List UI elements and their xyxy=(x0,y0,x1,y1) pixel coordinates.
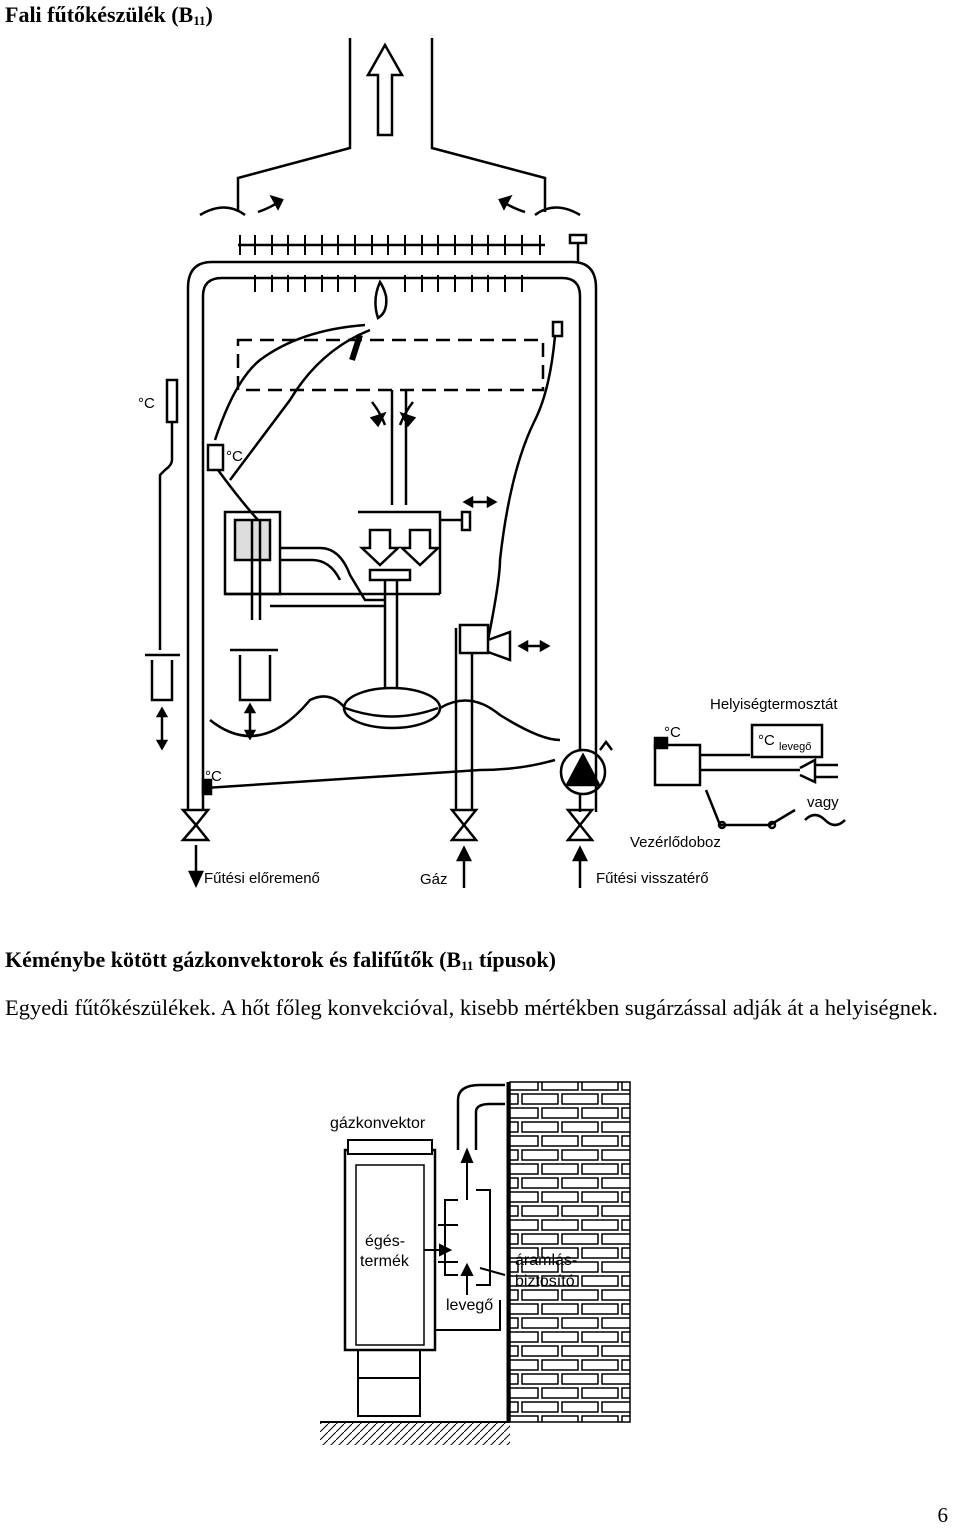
draft-diverter-label-line2: biztosító xyxy=(515,1273,575,1290)
flow-sensor-label: °C xyxy=(664,724,681,741)
title-close: ) xyxy=(205,2,213,27)
draft-diverter-label-line1: áramlás- xyxy=(515,1252,577,1269)
body-paragraph: Egyedi fűtőkészülékek. A hőt főleg konve… xyxy=(5,995,938,1020)
or-label: vagy xyxy=(807,794,839,811)
gas-convector-diagram: gázkonvektor égés- termék áramlás- bizto… xyxy=(320,1081,631,1445)
title-subscript: 11 xyxy=(193,13,206,28)
title-text: Fali fűtőkészülék (B xyxy=(5,2,194,27)
page-number: 6 xyxy=(937,1503,949,1527)
flue-gas-label-line1: égés- xyxy=(365,1233,405,1250)
thermometer-label: °C xyxy=(138,395,155,412)
heating-flow-label: Fűtési előremenő xyxy=(204,870,320,887)
section-heading-subscript: 11 xyxy=(461,958,474,973)
control-box-label: Vezérlődoboz xyxy=(630,834,721,851)
air-temperature-label: °C xyxy=(758,732,775,749)
heating-return-label: Fűtési visszatérő xyxy=(596,870,709,887)
page-title: Fali fűtőkészülék (B11) xyxy=(5,2,213,29)
gas-convector-label: gázkonvektor xyxy=(330,1115,426,1132)
air-label: levegő xyxy=(446,1297,493,1314)
section-heading-text: Kéménybe kötött gázkonvektorok és falifű… xyxy=(5,947,462,972)
flue-gas-label-line2: termék xyxy=(360,1253,410,1270)
return-sensor-label: °C xyxy=(205,768,222,785)
room-thermostat-label: Helyiségtermosztát xyxy=(710,696,838,713)
wall-heater-diagram: °C °C °C °C Helyiségtermosztát °C levegő… xyxy=(138,38,846,888)
overheat-sensor-label: °C xyxy=(226,448,243,465)
section-heading-rest: típusok) xyxy=(473,947,556,972)
gas-label: Gáz xyxy=(420,871,448,888)
section-heading: Kéménybe kötött gázkonvektorok és falifű… xyxy=(5,947,556,974)
air-temperature-subscript: levegő xyxy=(779,741,811,753)
